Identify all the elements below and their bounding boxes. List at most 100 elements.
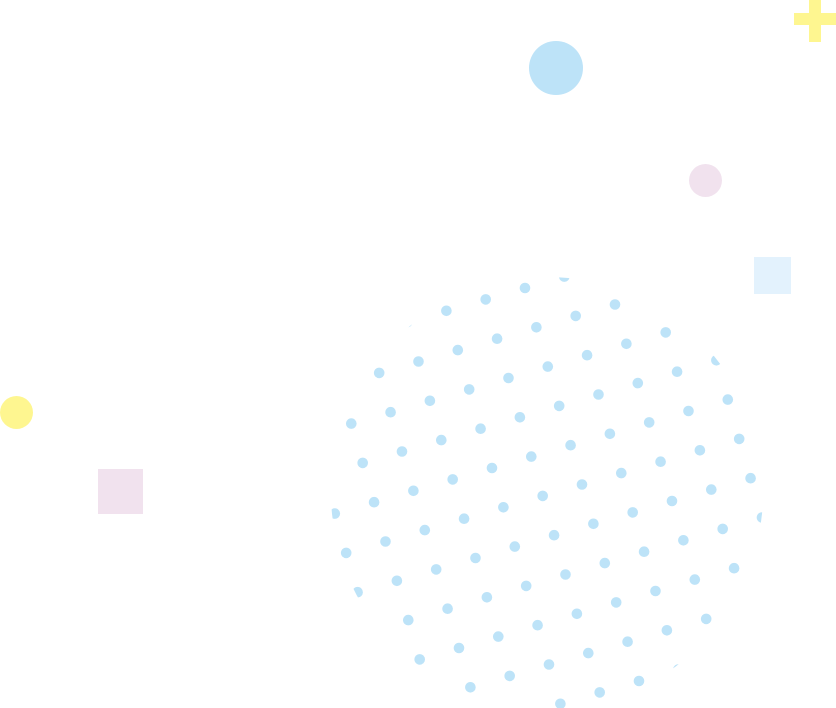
pattern-dot [346,418,357,429]
pattern-dot [419,524,431,536]
pattern-dot [593,389,604,400]
pattern-dot [553,400,565,412]
yellow-plus-icon [794,0,836,42]
pattern-dot [643,417,655,428]
pattern-dot [683,405,694,417]
pattern-dot [475,423,486,435]
pattern-dot [560,569,571,580]
pattern-dot [470,552,481,564]
yellow-circle-decoration [0,396,33,429]
pattern-dot [493,631,504,642]
pattern-dot [463,384,475,395]
pattern-dot [352,586,363,598]
pattern-dot [565,439,576,451]
pattern-dot [621,338,632,350]
pattern-dot [519,282,531,294]
pattern-dot [728,562,740,574]
pattern-dot [318,469,329,480]
pattern-dot [627,507,638,518]
pattern-dot [452,344,464,356]
pattern-dot [733,433,745,445]
pattern-dot [363,626,375,637]
pattern-dot [666,495,678,507]
pattern-dot [717,523,728,535]
pattern-dot [542,361,554,372]
pattern-dot [756,512,763,523]
pattern-dot [486,462,498,474]
pattern-dot [711,355,722,366]
pattern-dot [537,490,548,502]
pattern-dot [604,428,616,440]
pattern-dot [447,474,459,485]
pattern-dot [700,613,712,625]
pattern-dot [414,654,426,665]
pattern-dot [424,395,436,407]
pattern-dot [559,277,570,282]
pattern-dot [465,682,476,693]
pattern-dot [649,287,660,299]
pattern-dot [385,406,396,418]
pattern-dot [678,535,689,546]
pattern-dot [441,305,452,317]
pattern-dot [340,547,352,559]
pattern-dot [504,670,515,682]
pattern-dot [616,467,627,479]
pattern-dot [609,299,621,310]
pattern-dot [661,625,673,636]
pattern-dot [481,592,493,603]
pattern-dot [671,366,683,378]
pattern-dot [532,619,543,631]
pattern-dot [740,602,751,613]
pattern-dot [583,647,594,659]
pattern-dot [436,434,447,446]
pattern-dot [531,322,542,333]
pattern-dot [526,451,537,462]
pattern-dot [401,316,413,328]
pattern-dot [633,675,645,687]
pattern-dot [503,372,514,384]
pattern-dot [458,513,470,524]
plus-vertical-bar [809,0,821,42]
pattern-dot [430,564,442,575]
pattern-dot [520,580,532,592]
pattern-dot [368,496,380,508]
pattern-dot [594,687,605,698]
pattern-dot [509,541,521,552]
pattern-dot [331,508,341,519]
pattern-dot [638,546,650,557]
light-blue-square-decoration [754,257,791,294]
pattern-dot [498,502,509,513]
pattern-dot [408,485,419,497]
pattern-dot [722,394,734,405]
pattern-dot [706,484,717,495]
pattern-dot [689,574,701,585]
pattern-dot [480,294,492,305]
pattern-dot [413,356,424,367]
pattern-dot [570,310,581,322]
pattern-dot [660,327,671,338]
pattern-dot [632,377,644,389]
pattern-dot [357,457,369,469]
pattern-dot [610,597,622,608]
pattern-dot [694,445,706,456]
pattern-dot [548,529,560,541]
pattern-dot [555,698,566,708]
pink-square-decoration [98,469,143,514]
pink-circle-decoration [689,164,722,197]
pattern-dot [373,367,385,379]
pattern-dot [576,479,588,490]
pattern-dot [514,412,526,423]
pattern-dot [442,603,453,614]
pattern-dot [396,446,408,457]
pattern-dot [745,472,756,484]
pattern-dot [543,659,555,670]
pattern-dot [673,664,684,675]
pattern-dot [491,333,503,345]
pattern-dot [581,349,593,361]
pattern-dot [650,585,661,597]
pattern-dot [588,518,599,530]
pattern-dot [655,456,666,468]
pattern-dot [453,642,465,654]
